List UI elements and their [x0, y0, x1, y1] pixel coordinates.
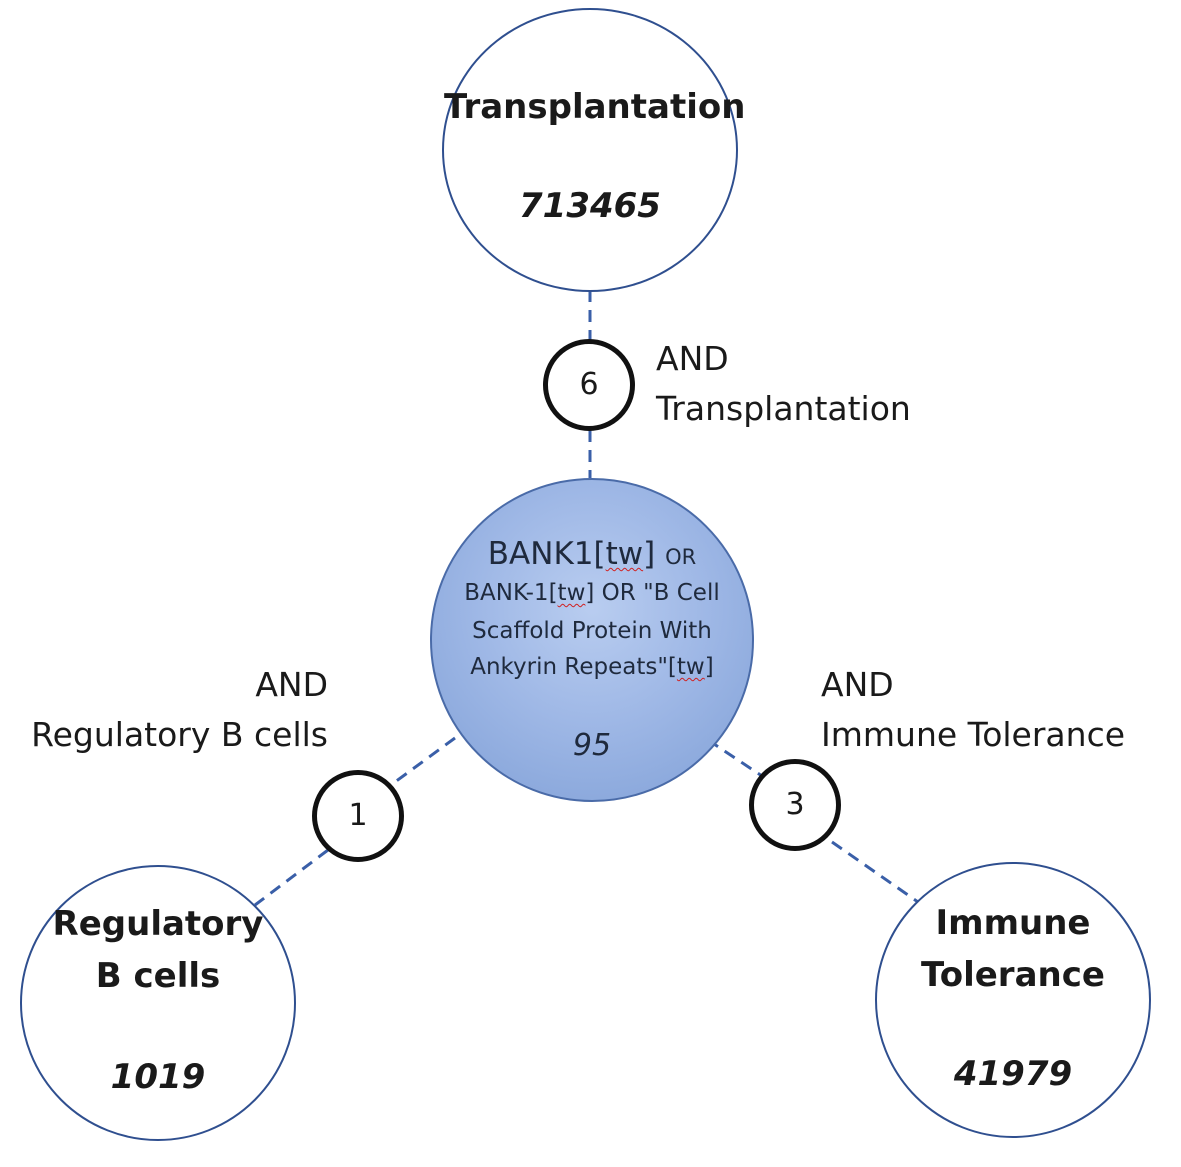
transplantation-operator-label: AND Transplantation	[656, 334, 911, 434]
step-3-circle: 3	[749, 759, 841, 851]
regulatory-term: Regulatory B cells	[31, 715, 328, 754]
immune-operator-label: AND Immune Tolerance	[821, 660, 1125, 760]
connector-right-lower	[831, 840, 919, 904]
step-1-circle: 1	[312, 770, 404, 862]
immune-count: 41979	[953, 1054, 1073, 1094]
regulatory-count: 1019	[110, 1057, 206, 1097]
tw-tag-2: tw	[557, 580, 586, 606]
tw-tag-1: tw	[605, 536, 644, 572]
step-6-circle: 6	[543, 339, 635, 431]
tw-tag-3: tw	[676, 654, 705, 680]
immune-and: AND	[821, 665, 894, 704]
bank1-query-node: BANK1[tw] OR BANK-1[tw] OR "B Cell Scaff…	[430, 478, 754, 802]
query-line-2: BANK-1[tw] OR "B Cell	[464, 580, 720, 606]
query-line-1: BANK1[tw] OR	[487, 536, 697, 572]
immune-tolerance-node: Immune Tolerance 41979	[875, 862, 1151, 1138]
transplantation-count: 713465	[519, 186, 661, 226]
immune-title-line1: Immune	[935, 903, 1091, 943]
connector-left-upper	[394, 736, 456, 784]
immune-term: Immune Tolerance	[821, 715, 1126, 754]
regulatory-b-cells-node: Regulatory B cells 1019	[20, 865, 296, 1141]
connector-left-lower	[254, 848, 329, 907]
connector-right-upper	[707, 738, 763, 778]
regulatory-title-line1: Regulatory	[52, 904, 264, 944]
regulatory-operator-label: AND Regulatory B cells	[30, 660, 328, 760]
transplantation-and: AND	[656, 339, 729, 378]
regulatory-title-line2: B cells	[95, 956, 221, 996]
regulatory-and: AND	[255, 665, 328, 704]
query-line-3: Scaffold Protein With	[472, 618, 712, 644]
bank1-count: 95	[572, 728, 612, 763]
or-operator-1: OR	[665, 545, 697, 569]
immune-title-line2: Tolerance	[921, 955, 1105, 995]
transplantation-term: Transplantation	[656, 389, 911, 428]
transplantation-node: Transplantation 713465	[442, 8, 746, 292]
transplantation-title: Transplantation	[444, 87, 746, 127]
query-line-4: Ankyrin Repeats"[tw]	[470, 654, 714, 680]
